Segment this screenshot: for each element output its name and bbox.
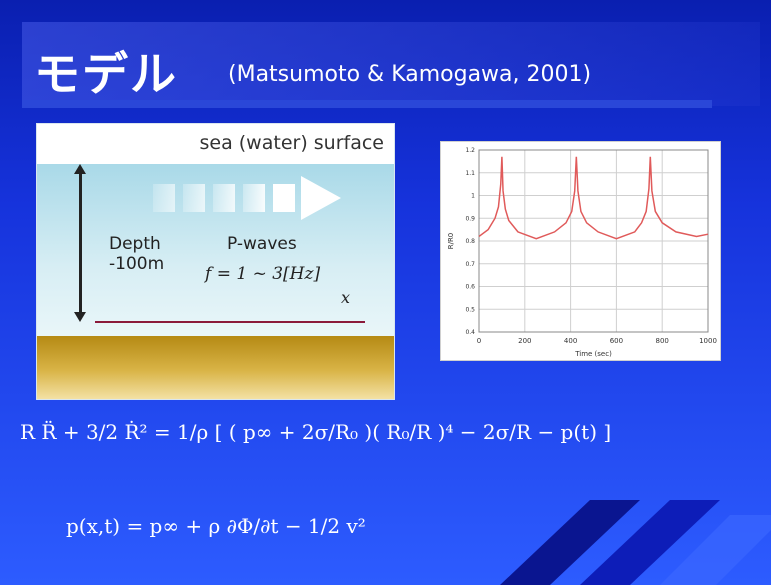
oscillation-plot: 0 200 400 600 800 1000 0.4 0.5 0.6 0.7 0.8 0.9 1 1.1 1… [440,141,721,361]
title-bar [22,22,760,106]
rayleigh-plesset-equation: R R̈ + 3/2 Ṙ² = 1/ρ [ ( p∞ + 2σ/R₀ )( R₀… [20,420,612,444]
y-tick-label: 0.7 [465,261,475,268]
depth-label: Depth -100m [109,234,164,274]
above-surface [37,124,394,164]
y-tick-label: 1.2 [465,147,475,154]
x-tick-label: 600 [610,337,623,345]
pwave-label: P-waves [227,234,297,254]
plot-frame [478,149,709,333]
frequency-label: f = 1 ~ 3[Hz] [205,264,321,284]
title-underline [22,100,712,108]
y-axis-title: R/R0 [447,233,455,250]
y-tick-label: 0.5 [465,306,475,313]
y-tick-label: 0.8 [465,238,475,245]
y-tick-label: 1 [471,193,475,200]
series-line [478,156,709,240]
x-tick-label: 1000 [699,337,717,345]
wave-arrow-icon [153,176,341,220]
ocean-diagram: sea (water) surface Depth -100m P-waves … [36,123,395,400]
x-tick-label: 400 [564,337,577,345]
y-tick-label: 0.9 [465,215,475,222]
y-tick-label: 1.1 [465,170,475,177]
x-axis-label: x [341,288,351,307]
surface-label: sea (water) surface [199,132,385,154]
x-axis-title: Time (sec) [574,350,612,358]
depth-label-line2: -100m [109,254,165,274]
slide-title: モデル [34,47,178,101]
x-tick-label: 200 [518,337,531,345]
pressure-equation: p(x,t) = p∞ + ρ ∂Φ/∂t − 1/2 v² [66,514,366,538]
depth-arrow-icon [74,164,86,322]
plot-svg: 0 200 400 600 800 1000 0.4 0.5 0.6 0.7 0.8 0.9 1 1.1 1… [447,147,717,358]
y-tick-label: 0.6 [465,284,475,291]
depth-label-line1: Depth [109,234,161,254]
decorative-chevrons [500,500,771,585]
slide-citation: (Matsumoto & Kamogawa, 2001) [228,62,592,87]
x-axis-line [95,321,365,323]
x-tick-label: 0 [477,337,481,345]
seafloor-layer [37,336,394,399]
x-tick-label: 800 [656,337,669,345]
y-tick-label: 0.4 [465,329,475,336]
